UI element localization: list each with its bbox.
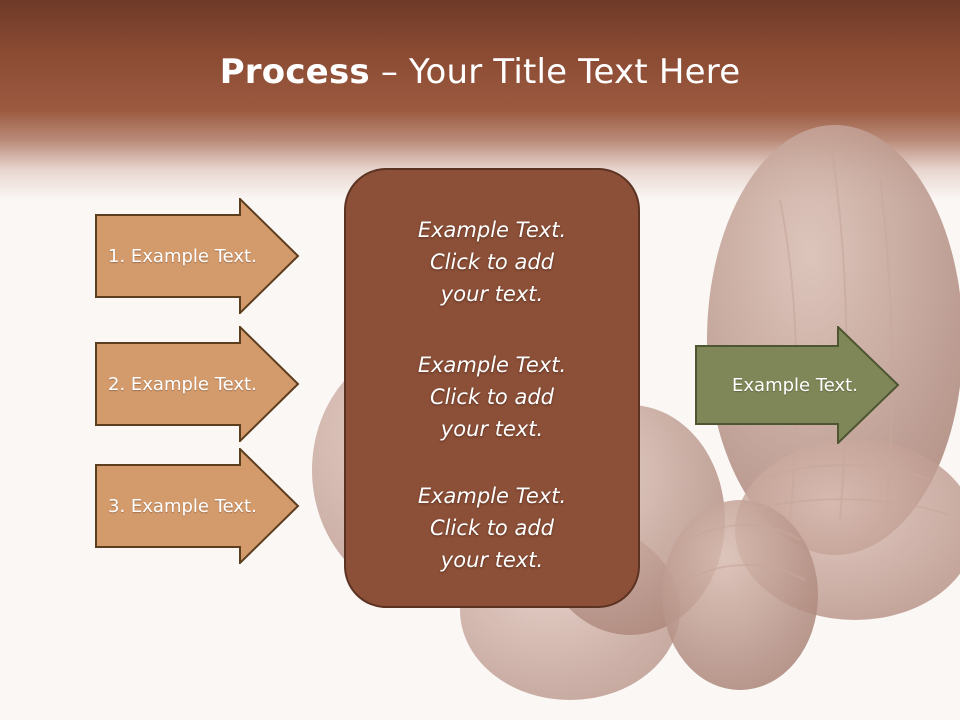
result-arrow[interactable]: Example Text. [695, 326, 900, 444]
center-line: Example Text. [417, 218, 567, 242]
slide-title[interactable]: Process – Your Title Text Here [0, 52, 960, 92]
result-label: Example Text. [732, 374, 858, 396]
center-line: your text. [440, 417, 544, 441]
center-line: Click to add [429, 250, 554, 274]
arrow-shape [95, 448, 300, 564]
step-label-3: 3. Example Text. [108, 495, 257, 517]
center-paragraph-2: Example Text. Click to add your text. [346, 349, 638, 445]
center-text-box[interactable]: Example Text. Click to add your text. Ex… [344, 168, 640, 608]
center-line: your text. [440, 282, 544, 306]
center-line: Example Text. [417, 484, 567, 508]
center-line: your text. [440, 548, 544, 572]
center-line: Click to add [429, 385, 554, 409]
center-paragraph-3: Example Text. Click to add your text. [346, 480, 638, 576]
arrow-shape [95, 198, 300, 314]
center-line: Click to add [429, 516, 554, 540]
arrow-shape [95, 326, 300, 442]
center-line: Example Text. [417, 353, 567, 377]
step-label-2: 2. Example Text. [108, 373, 257, 395]
step-label-1: 1. Example Text. [108, 245, 257, 267]
step-arrow-3[interactable]: 3. Example Text. [95, 448, 300, 564]
title-rest: – Your Title Text Here [369, 52, 741, 92]
center-paragraph-1: Example Text. Click to add your text. [346, 214, 638, 310]
step-arrow-2[interactable]: 2. Example Text. [95, 326, 300, 442]
title-bold: Process [219, 52, 370, 92]
step-arrow-1[interactable]: 1. Example Text. [95, 198, 300, 314]
arrow-shape [695, 326, 900, 444]
